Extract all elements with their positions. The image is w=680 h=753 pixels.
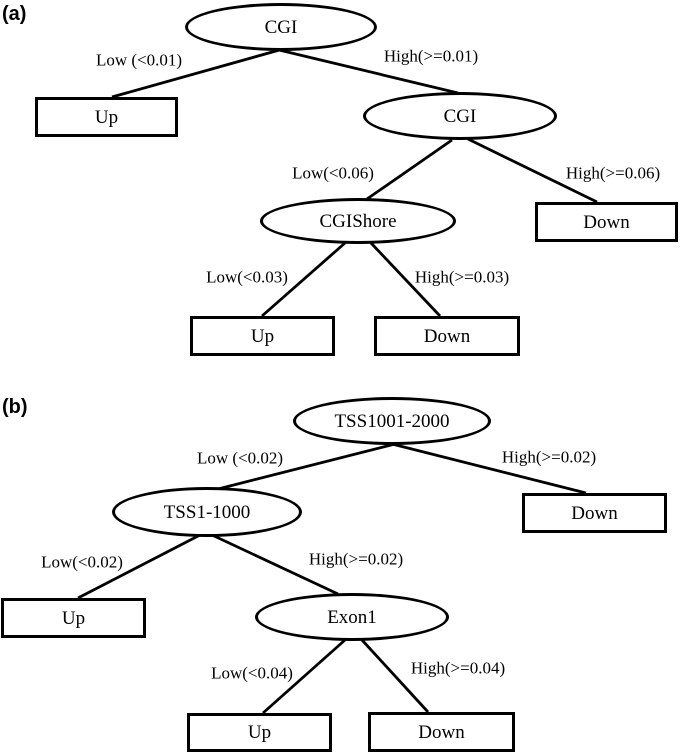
tree-edge-a-5 (369, 242, 442, 317)
tree-node-b-tss1001-2000: TSS1001-2000 (293, 397, 491, 445)
tree-edge-b-1 (387, 441, 587, 495)
tree-node-a-cgi-2: CGI (363, 92, 557, 140)
tree-node-a-cgi-root: CGI (185, 3, 377, 51)
edge-label-b-5: High(>=0.04) (410, 658, 506, 678)
tree-edge-a-1 (278, 48, 459, 95)
tree-node-a-down-right: Down (535, 202, 678, 242)
edge-label-a-5: High(>=0.03) (414, 267, 510, 287)
panel-label-b: (b) (2, 396, 28, 418)
tree-node-a-cgishore: CGIShore (260, 198, 456, 244)
edge-label-a-4: Low(<0.03) (206, 267, 288, 287)
tree-edge-b-2 (77, 533, 201, 600)
tree-edge-b-0 (217, 441, 400, 491)
tree-node-a-up-left: Up (35, 97, 178, 137)
edge-label-a-1: High(>=0.01) (383, 46, 479, 66)
tree-node-a-up-bottom: Up (190, 316, 335, 356)
edge-label-a-2: Low(<0.06) (292, 163, 374, 183)
edge-label-b-3: High(>=0.02) (308, 549, 404, 569)
tree-node-b-up-left: Up (1, 598, 146, 638)
edge-label-a-0: Low (<0.01) (95, 50, 183, 70)
edge-label-b-4: Low(<0.04) (211, 663, 293, 683)
tree-edge-a-0 (111, 47, 284, 99)
tree-node-b-up-bottom: Up (187, 713, 332, 752)
tree-node-b-down-right: Down (522, 493, 667, 533)
panel-label-a: (a) (2, 3, 27, 25)
tree-node-a-down-bottom: Down (374, 316, 520, 356)
tree-node-b-exon1: Exon1 (255, 593, 449, 641)
tree-node-b-down-bottom: Down (368, 712, 515, 752)
tree-edge-b-3 (211, 533, 339, 596)
tree-edge-a-2 (366, 138, 453, 201)
edge-label-b-2: Low(<0.02) (41, 552, 123, 572)
tree-node-b-tss1-1000: TSS1-1000 (112, 487, 302, 537)
edge-label-a-3: High(>=0.06) (565, 163, 661, 183)
edge-label-b-1: High(>=0.02) (501, 447, 597, 467)
edge-label-b-0: Low (<0.02) (196, 448, 284, 468)
tree-edge-b-5 (360, 639, 430, 713)
tree-edge-b-4 (262, 638, 346, 715)
tree-edge-a-4 (261, 241, 346, 318)
tree-edge-a-3 (467, 137, 598, 204)
